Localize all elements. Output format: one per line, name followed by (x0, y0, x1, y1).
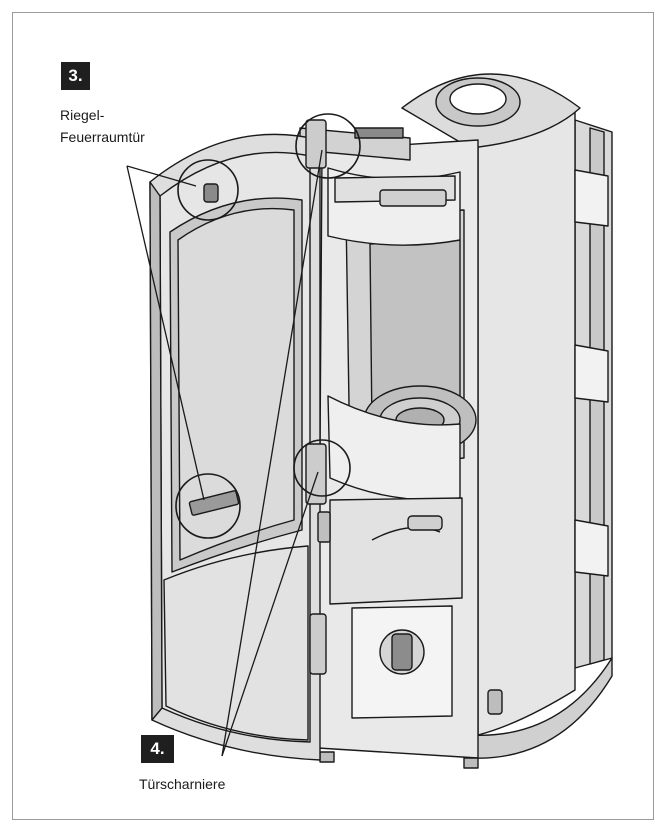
figure-frame (12, 12, 654, 820)
leader-lines (126, 149, 323, 757)
callout-circle (175, 473, 241, 539)
label-tuerscharniere: Türscharniere (139, 776, 226, 792)
step-badge-4: 4. (141, 735, 174, 763)
callout-circle (293, 439, 351, 497)
stove-body (149, 73, 613, 769)
leader-line (126, 165, 205, 501)
label-riegel-line1: Riegel- (60, 107, 105, 123)
leader-line (221, 471, 319, 757)
callout-circle (295, 113, 361, 179)
leader-line (221, 149, 323, 757)
label-riegel-line2: Feuerraumtür (60, 129, 145, 145)
step-badge-3: 3. (61, 62, 90, 90)
callout-markers (175, 113, 361, 539)
leader-line (126, 165, 197, 187)
callout-circle (177, 159, 239, 221)
